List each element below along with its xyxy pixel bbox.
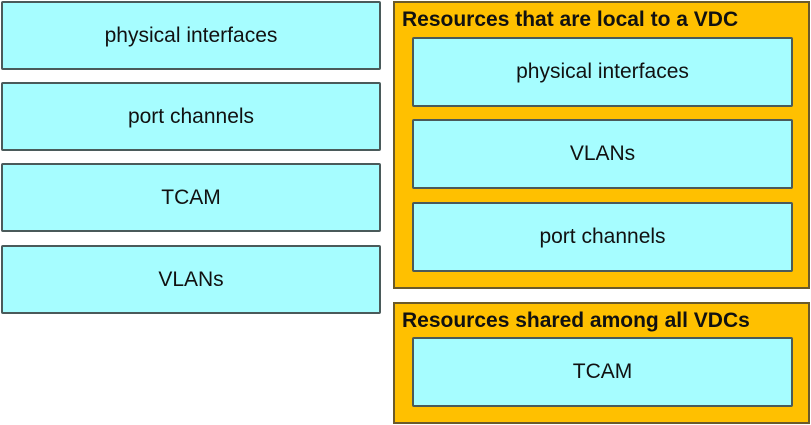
dropped-item[interactable]: VLANs — [412, 119, 793, 189]
drag-item[interactable]: VLANs — [1, 245, 381, 314]
dropped-item[interactable]: port channels — [412, 202, 793, 272]
drop-zone-title: Resources that are local to a VDC — [402, 8, 739, 31]
drop-zone-local-resources[interactable]: Resources that are local to a VDC physic… — [393, 1, 810, 289]
dropped-item[interactable]: physical interfaces — [412, 37, 793, 107]
drag-item[interactable]: port channels — [1, 82, 381, 151]
drag-item[interactable]: TCAM — [1, 163, 381, 232]
drop-zone-shared-resources[interactable]: Resources shared among all VDCs TCAM — [393, 302, 810, 424]
drop-zone-title: Resources shared among all VDCs — [402, 309, 750, 332]
drag-item[interactable]: physical interfaces — [1, 1, 381, 70]
dropped-item[interactable]: TCAM — [412, 337, 793, 407]
